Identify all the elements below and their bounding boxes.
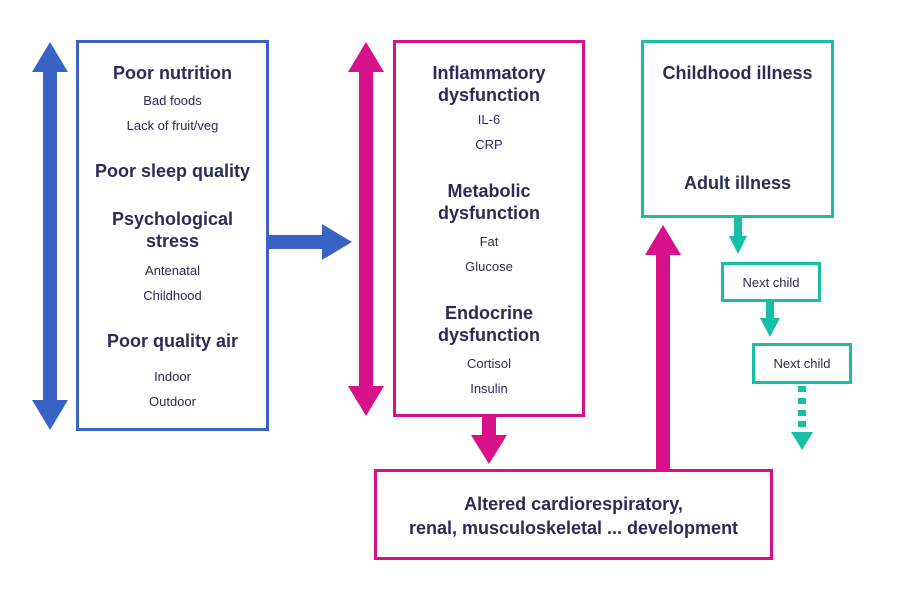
psychological-stress-title-line1: Psychological xyxy=(111,209,234,229)
fat-label: Fat xyxy=(479,234,499,249)
blue-right-arrow xyxy=(267,224,352,260)
pink-up-arrow xyxy=(645,225,681,470)
poor-nutrition-title: Poor nutrition xyxy=(113,63,232,83)
lack-of-fruit-veg-label: Lack of fruit/veg xyxy=(126,118,219,133)
outdoor-label: Outdoor xyxy=(149,394,196,409)
next-child-label-2: Next child xyxy=(773,356,831,371)
cortisol-label: Cortisol xyxy=(466,356,512,371)
teal-arrow-to-next-child-1 xyxy=(729,215,747,254)
development-text: Altered cardiorespiratory, renal, muscul… xyxy=(377,492,770,540)
poor-sleep-quality-title: Poor sleep quality xyxy=(94,161,251,181)
antenatal-label: Antenatal xyxy=(145,263,200,278)
inflammatory-title-line2: dysfunction xyxy=(438,85,540,105)
metabolic-title-line1: Metabolic xyxy=(447,181,531,201)
inflammatory-title-line1: Inflammatory xyxy=(432,63,546,83)
endocrine-title-line1: Endocrine xyxy=(444,303,533,323)
next-child-box-2: Next child xyxy=(752,343,852,384)
exposures-box: Poor nutrition Bad foods Lack of fruit/v… xyxy=(76,40,269,431)
childhood-label: Childhood xyxy=(143,288,202,303)
il6-label: IL-6 xyxy=(477,112,501,127)
development-line1: Altered cardiorespiratory, xyxy=(464,494,683,514)
dysfunction-box: Inflammatory dysfunction IL-6 CRP Metabo… xyxy=(393,40,585,417)
poor-quality-air-title: Poor quality air xyxy=(106,331,239,351)
teal-arrow-to-next-child-2 xyxy=(760,300,780,337)
development-line2: renal, musculoskeletal ... development xyxy=(408,518,739,538)
psychological-stress-title-line2: stress xyxy=(145,231,200,251)
childhood-illness-title: Childhood illness xyxy=(662,63,813,83)
pink-down-arrow xyxy=(471,415,507,464)
teal-dashed-arrow xyxy=(791,386,813,450)
illness-box: Childhood illness Adult illness xyxy=(641,40,834,218)
next-child-label-1: Next child xyxy=(742,275,800,290)
metabolic-title-line2: dysfunction xyxy=(438,203,540,223)
insulin-label: Insulin xyxy=(470,381,508,396)
blue-double-arrow xyxy=(32,42,68,430)
pink-double-arrow xyxy=(348,42,384,416)
adult-illness-title: Adult illness xyxy=(683,173,791,193)
endocrine-title-line2: dysfunction xyxy=(438,325,540,345)
glucose-label: Glucose xyxy=(465,259,513,274)
indoor-label: Indoor xyxy=(154,369,191,384)
crp-label: CRP xyxy=(475,137,503,152)
bad-foods-label: Bad foods xyxy=(143,93,202,108)
next-child-box-1: Next child xyxy=(721,262,821,302)
development-box: Altered cardiorespiratory, renal, muscul… xyxy=(374,469,773,560)
